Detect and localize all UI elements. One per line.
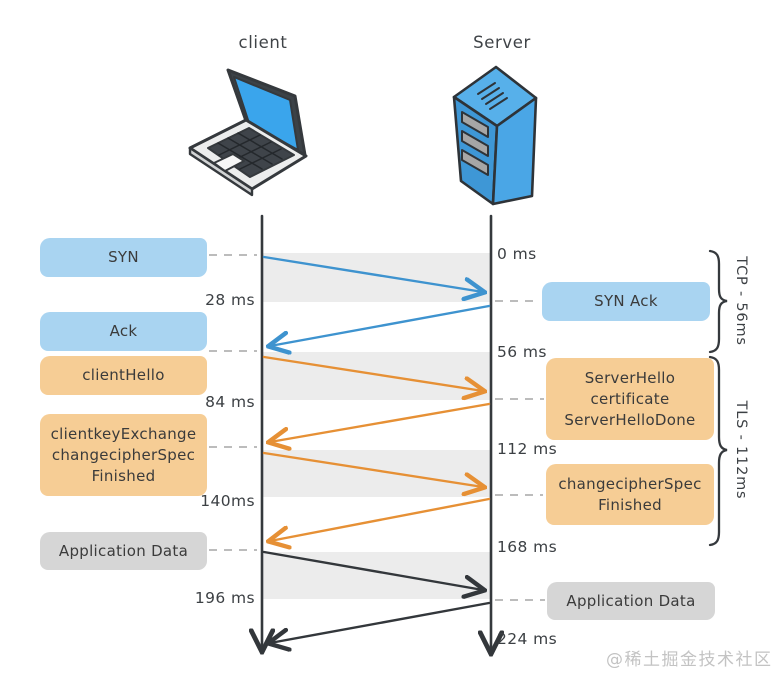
msg-ack: Ack <box>40 312 207 351</box>
msg-ccs-line1: changecipherSpec <box>558 474 702 493</box>
laptop-icon <box>188 68 308 197</box>
client-label: client <box>238 33 288 52</box>
msg-app-data-client-label: Application Data <box>58 541 189 560</box>
msg-ckx-line3: Finished <box>91 466 156 485</box>
time-84ms: 84 ms <box>205 393 255 411</box>
msg-ack-label: Ack <box>109 322 138 340</box>
msg-client-hello-label: clientHello <box>82 366 165 384</box>
server-label: Server <box>473 33 531 52</box>
app-data-response-arrow <box>270 601 491 643</box>
msg-server-hello: ServerHello certificate ServerHelloDone <box>546 358 714 440</box>
server-hello-arrow <box>270 402 491 442</box>
msg-syn: SYN <box>40 238 207 277</box>
time-168ms: 168 ms <box>497 538 558 556</box>
msg-app-data-client: Application Data <box>40 532 207 570</box>
msg-app-data-server-label: Application Data <box>566 591 696 610</box>
msg-ckx-line2: changecipherSpec <box>51 445 196 464</box>
msg-syn-label: SYN <box>108 248 139 266</box>
time-196ms: 196 ms <box>194 589 255 607</box>
msg-change-cipher-spec: changecipherSpec Finished <box>546 464 714 525</box>
timing-stripe-3 <box>262 450 491 497</box>
tcp-brace <box>708 249 728 354</box>
msg-shello-line1: ServerHello <box>584 368 676 387</box>
msg-ccs-line2: Finished <box>598 495 662 514</box>
time-140ms: 140ms <box>200 492 255 510</box>
msg-ckx-line1: clientkeyExchange <box>50 424 197 443</box>
msg-syn-ack-label: SYN Ack <box>594 292 658 310</box>
tcp-phase-label: TCP - 56ms <box>733 256 749 346</box>
time-112ms: 112 ms <box>497 440 558 458</box>
time-0ms: 0 ms <box>497 245 537 263</box>
timing-stripe-1 <box>262 253 491 302</box>
tls-phase-label: TLS - 112ms <box>733 400 749 500</box>
time-56ms: 56 ms <box>497 343 547 361</box>
msg-syn-ack: SYN Ack <box>542 282 710 321</box>
msg-shello-line2: certificate <box>590 389 670 408</box>
timing-stripe-2 <box>262 352 491 400</box>
msg-shello-line3: ServerHelloDone <box>564 410 696 429</box>
time-224ms: 224 ms <box>497 630 558 648</box>
server-tower-icon <box>452 65 538 206</box>
change-cipher-spec-arrow <box>270 497 491 541</box>
syn-ack-arrow <box>270 304 491 346</box>
msg-client-key-exchange: clientkeyExchange changecipherSpec Finis… <box>40 414 207 496</box>
watermark: @稀土掘金技术社区 <box>606 650 773 670</box>
msg-app-data-server: Application Data <box>547 582 715 620</box>
timing-stripe-4 <box>262 552 491 599</box>
msg-client-hello: clientHello <box>40 356 207 395</box>
time-28ms: 28 ms <box>205 291 255 309</box>
